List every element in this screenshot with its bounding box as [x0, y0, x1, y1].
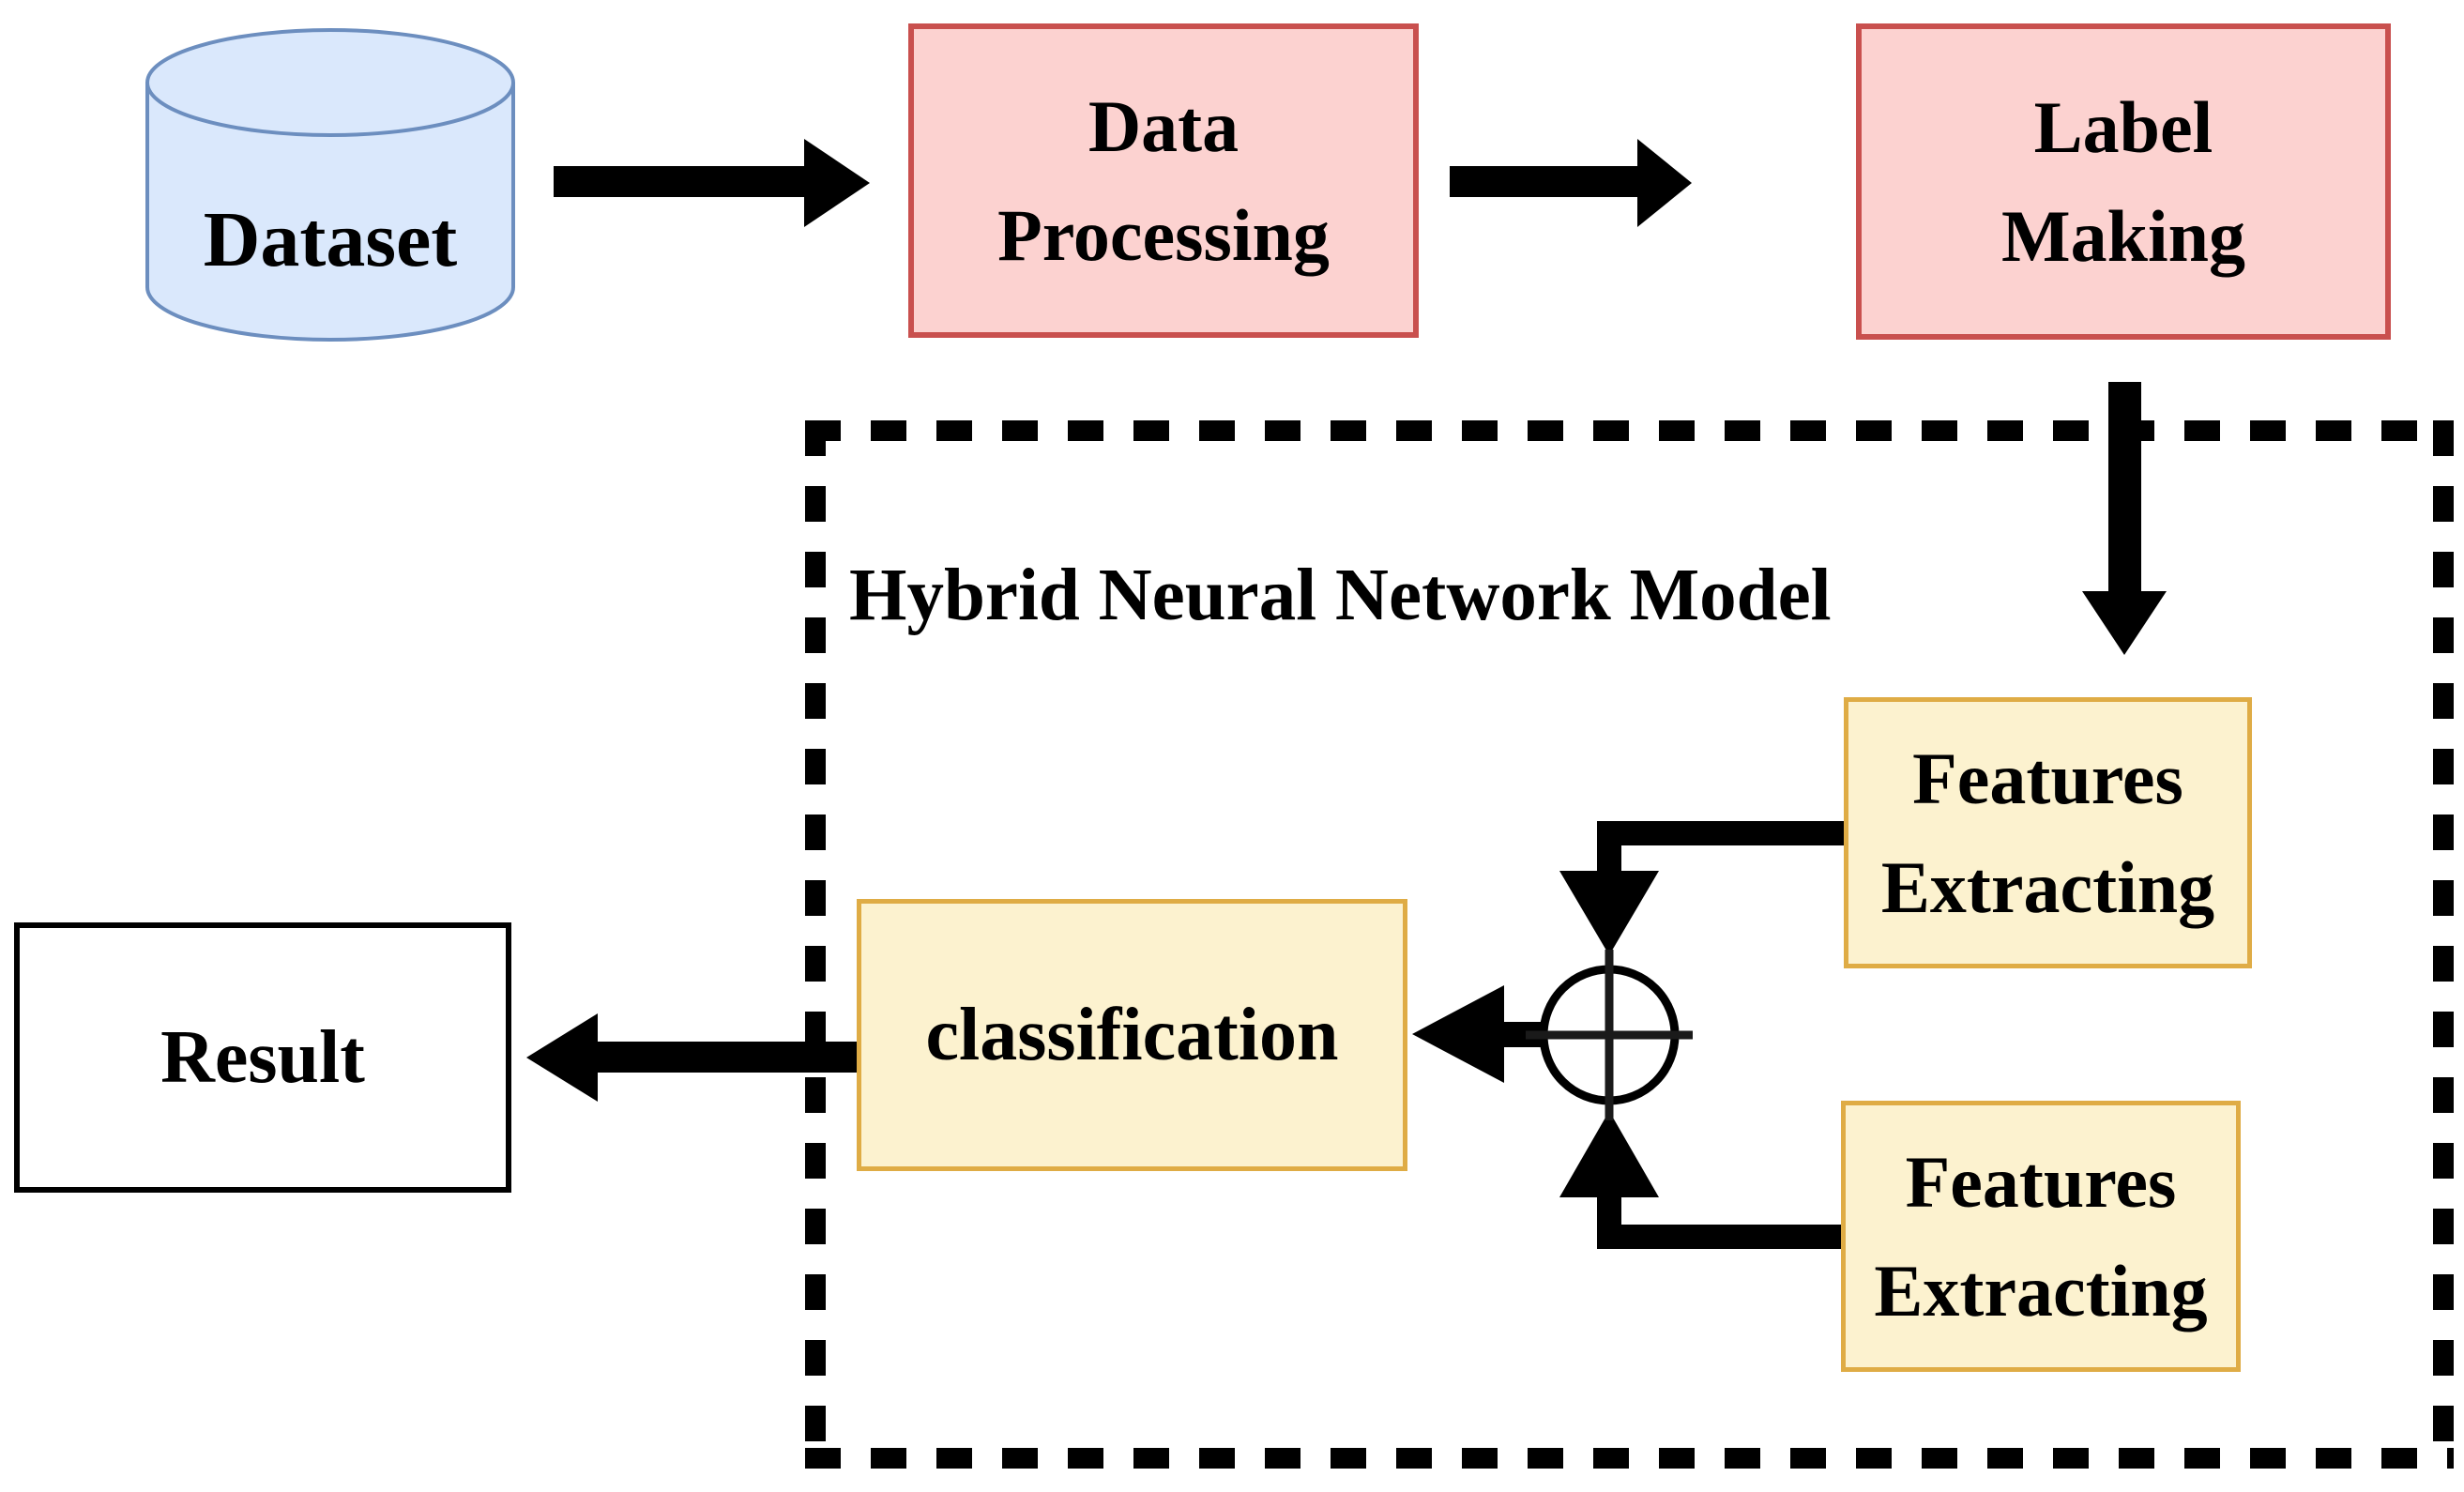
connector-featuresbottom-head: [1559, 1111, 1659, 1197]
label-making-label-line2: Making: [2000, 194, 2246, 277]
arrow-labelmaking-down-head: [2082, 591, 2167, 655]
arrow-dataset-to-processing-head: [804, 139, 870, 227]
hnn-container-border-right: [2433, 420, 2454, 1469]
arrow-processing-to-labelmaking-head: [1637, 139, 1692, 227]
arrow-sum-to-classification-head: [1412, 985, 1504, 1083]
hnn-container-border-top: [805, 420, 2454, 441]
arrow-labelmaking-down-stem: [2108, 382, 2141, 593]
arrow-dataset-to-processing-stem: [554, 166, 807, 197]
arrow-processing-to-labelmaking-stem: [1450, 166, 1639, 197]
database-cylinder-icon: [145, 28, 515, 342]
dataset-label: Dataset: [203, 195, 458, 283]
result-label: Result: [160, 1015, 365, 1099]
circled-plus-icon: [1526, 950, 1693, 1120]
features-extracting-top-label-line1: Features: [1912, 738, 2183, 820]
connector-featuresbottom-hbar: [1609, 1225, 1843, 1249]
features-extracting-bottom-label-line1: Features: [1905, 1141, 2177, 1224]
arrow-classification-to-result-stem: [594, 1042, 859, 1073]
hnn-group-title: Hybrid Neural Network Model: [849, 555, 1832, 636]
features-extracting-top-label-line2: Extracting: [1880, 845, 2215, 928]
hnn-container-border-left: [805, 420, 826, 1469]
connector-featurestop-head: [1559, 871, 1659, 955]
classification-label: classification: [925, 993, 1339, 1076]
hnn-container-border-bottom: [805, 1448, 2454, 1469]
sum-node: [1522, 948, 1696, 1122]
label-making-node: Label Making: [1856, 23, 2391, 340]
data-processing-label-line1: Data: [1088, 85, 1240, 168]
result-node: Result: [14, 922, 511, 1193]
dataset-node: [143, 26, 518, 345]
connector-featurestop-hbar: [1609, 821, 1846, 845]
data-processing-node: Data Processing: [908, 23, 1419, 338]
label-making-label-line1: Label: [2033, 86, 2213, 169]
classification-node: classification: [857, 899, 1407, 1171]
connector-featurestop-vbar: [1597, 821, 1621, 874]
arrow-classification-to-result-head: [526, 1013, 598, 1102]
features-extracting-bottom-label-line2: Extracting: [1874, 1249, 2208, 1332]
features-extracting-bottom-node: Features Extracting: [1841, 1101, 2241, 1372]
connector-featuresbottom-vbar: [1597, 1194, 1621, 1249]
data-processing-label-line2: Processing: [997, 193, 1330, 276]
features-extracting-top-node: Features Extracting: [1844, 697, 2252, 968]
